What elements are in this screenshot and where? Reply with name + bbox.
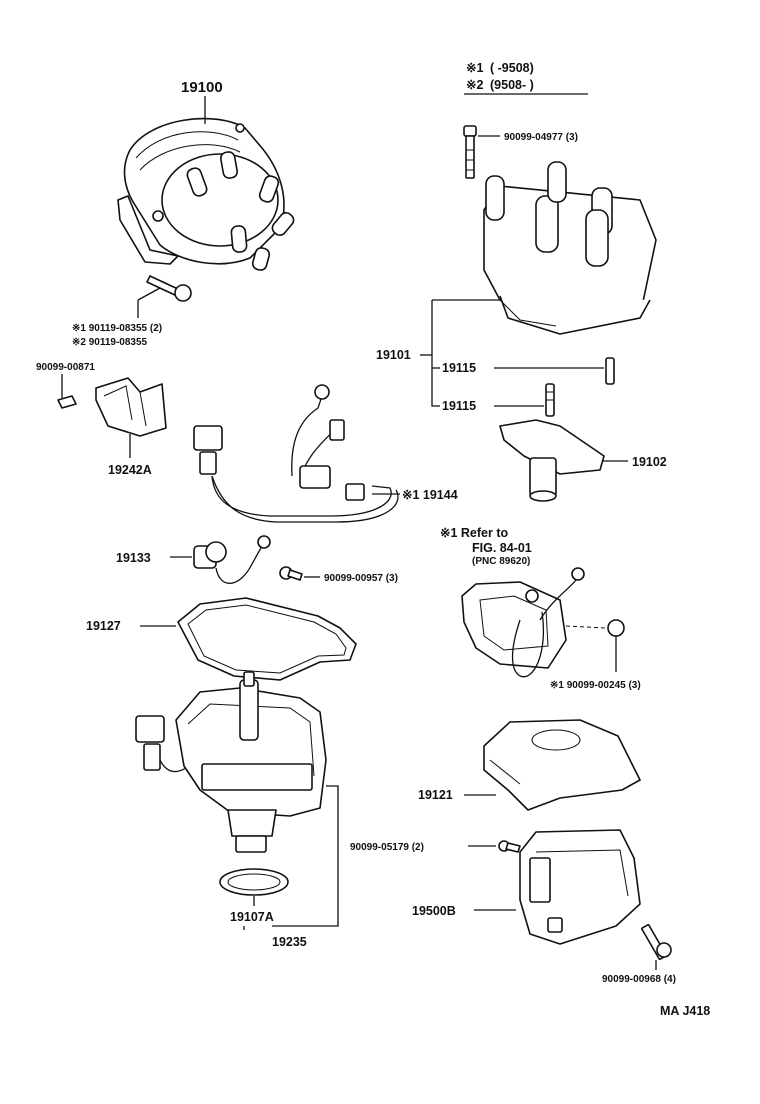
reference-line3: (PNC 89620) xyxy=(472,556,530,567)
note1-range: ( -9508) xyxy=(490,61,534,75)
distributor-assembly-drawing: 19100 xyxy=(117,79,295,271)
bolt-00968-label: 90099-00968 (4) xyxy=(602,974,676,985)
bolt-04977-label: 90099-04977 (3) xyxy=(504,132,578,143)
screw-90099-05179: 90099-05179 (2) xyxy=(350,840,521,853)
part-19133-label: 19133 xyxy=(116,551,151,565)
header-notes: ※1 ( -9508) ※2 (9508- ) xyxy=(464,61,588,95)
part-19500B-label: 19500B xyxy=(412,904,456,918)
part-19242A-label: 19242A xyxy=(108,463,152,477)
bolt-00871-label: 90099-00871 xyxy=(36,362,95,373)
bolt-90099-04977: 90099-04977 (3) xyxy=(463,125,578,179)
housing-base-19500B: 19500B xyxy=(412,829,641,945)
reference-line2: FIG. 84-01 xyxy=(472,541,532,555)
bolt-90119-08355: ※1 90119-08355 (2) ※2 90119-08355 xyxy=(72,275,192,348)
note2-range: (9508- ) xyxy=(490,78,534,92)
cover-19121: 19121 xyxy=(418,719,641,811)
reference-line1: ※1 Refer to xyxy=(440,526,508,540)
note1-mark: ※1 xyxy=(466,61,483,75)
rotor-19102: 19102 xyxy=(499,419,667,502)
part-19107A-label: 19107A xyxy=(230,910,274,924)
part-19102-label: 19102 xyxy=(632,455,667,469)
part-19115-a-label: 19115 xyxy=(442,361,476,375)
bolt-00245-label: ※1 90099-00245 (3) xyxy=(550,680,641,691)
part-19100-label: 19100 xyxy=(181,79,223,96)
part-19115-b-label: 19115 xyxy=(442,399,476,413)
bolt-00957-label: 90099-00957 (3) xyxy=(324,573,398,584)
bolt-08355-a-label: ※1 90119-08355 (2) xyxy=(72,323,162,334)
part-19101-label: 19101 xyxy=(376,348,411,362)
wire-harness-19144: ※1 19144 xyxy=(193,384,458,523)
sensor-19133: 19133 xyxy=(116,535,271,584)
bracket-19242A: 90099-00871 19242A xyxy=(36,362,167,477)
part-19235-label: 19235 xyxy=(272,935,307,949)
note2-mark: ※2 xyxy=(466,78,483,92)
igniter-reference: ※1 Refer to FIG. 84-01 (PNC 89620) ※1 90… xyxy=(440,526,641,691)
spring-19115: 19115 19115 xyxy=(442,357,615,417)
screw-90099-00957: 90099-00957 (3) xyxy=(279,566,398,584)
part-19144-label: ※1 19144 xyxy=(402,488,458,502)
distributor-cap-19101: 19101 xyxy=(376,161,657,407)
gasket-19127: 19127 xyxy=(86,597,357,681)
bolt-05179-label: 90099-05179 (2) xyxy=(350,842,424,853)
figure-code: MA J418 xyxy=(660,1004,710,1018)
bolt-08355-b-label: ※2 90119-08355 xyxy=(72,337,148,348)
part-19121-label: 19121 xyxy=(418,788,453,802)
part-19127-label: 19127 xyxy=(86,619,121,633)
housing-19235: 19235 xyxy=(135,671,339,949)
oring-19107A: 19107A xyxy=(219,868,289,930)
bolt-90099-00968: 90099-00968 (4) xyxy=(602,923,676,985)
